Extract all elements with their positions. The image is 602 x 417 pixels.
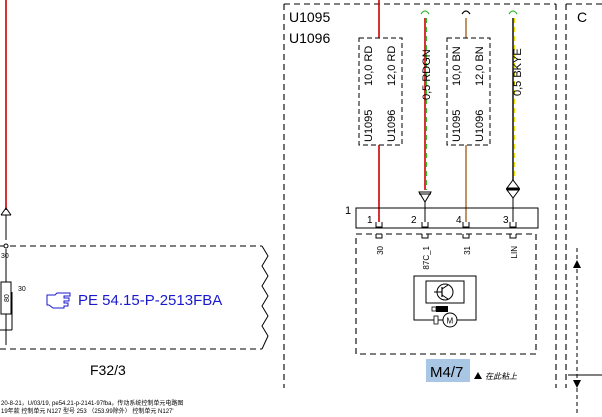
component-box [355, 233, 537, 355]
wire-1-label-b: 12,0 RD [386, 46, 398, 86]
connector-housing [355, 207, 539, 229]
right-box-arrow-bottom-icon [573, 380, 581, 388]
wire-3-label-a: 10,0 BN [451, 46, 463, 86]
component-note: 在此粘上 [485, 372, 518, 381]
component-id-label[interactable]: M4/7 [430, 364, 463, 381]
fuse-id-label: F32/3 [90, 362, 126, 378]
pin-3-number: 3 [503, 215, 509, 226]
terminal-30-socket [375, 234, 383, 239]
pin-2-socket [421, 222, 429, 228]
pin-3-socket [509, 222, 517, 228]
wire-1-label-box [358, 37, 403, 146]
variant-a-label: U1095 [289, 9, 330, 25]
footer-line-2: 19年款 控制单元 N127 型号 253 （253.99除外） 控制单元 N1… [1, 407, 174, 415]
motor-icon: M [431, 306, 458, 328]
terminal-30-label: 30 [376, 245, 385, 254]
right-box-arrow-icon [573, 260, 581, 268]
terminal-31-socket [462, 234, 470, 239]
wire-3-label-box [446, 37, 491, 146]
fuse-pin-top-label: 30 [1, 253, 9, 260]
wire-4-break-icon [508, 10, 518, 15]
terminal-lin-socket [509, 234, 517, 239]
reference-link[interactable]: PE 54.15-P-2513FBA [78, 292, 222, 309]
pin-1-socket [375, 222, 383, 228]
transistor-icon [434, 283, 454, 301]
wire-3-label-b: 12,0 BN [474, 46, 486, 86]
transistor-box [425, 280, 465, 304]
terminal-31-label: 31 [463, 245, 472, 254]
wire-1-label-a: 10,0 RD [363, 46, 375, 86]
arrow-left-wire [0, 207, 12, 216]
fuse-box-break [261, 245, 269, 350]
terminal-87c-socket [421, 234, 429, 239]
fuse-rating-label: 80 [4, 294, 11, 302]
pin-4-number: 4 [456, 215, 462, 226]
wire-2-label: 0,5 RDGN [421, 49, 433, 100]
terminal-87c-label: 87C_1 [422, 245, 431, 269]
wire-4-label: 0,5 BKYE [512, 48, 524, 96]
component-id-highlight [426, 359, 470, 382]
pin-2-number: 2 [411, 215, 417, 226]
wire-3-code-a: U1095 [451, 110, 463, 142]
variant-b-label: U1096 [289, 30, 330, 46]
wire-2-break-icon [420, 10, 430, 15]
fuse-pin-right-label: 30 [18, 286, 26, 293]
fuse-terminal-top [3, 243, 9, 249]
wire-3-code-b: U1096 [474, 110, 486, 142]
pin-1-number: 1 [367, 215, 373, 226]
right-box-letter: C [577, 9, 587, 25]
svg-text:M: M [447, 317, 454, 326]
component-note-arrow-icon [474, 372, 482, 379]
terminal-lin-label: LIN [510, 246, 519, 259]
wire-3-break-icon [461, 10, 471, 15]
wire-1-code-a: U1095 [363, 110, 375, 142]
footer-line-1: 20-8-21，U/03/19, pe54.21-p-2141-97fba，传动… [1, 399, 183, 407]
wire-1-code-b: U1096 [386, 110, 398, 142]
pin-4-socket [462, 222, 470, 228]
pointing-hand-icon [46, 292, 71, 309]
wire-4-bus-connector-icon [506, 179, 520, 199]
connector-number: 1 [345, 205, 351, 217]
